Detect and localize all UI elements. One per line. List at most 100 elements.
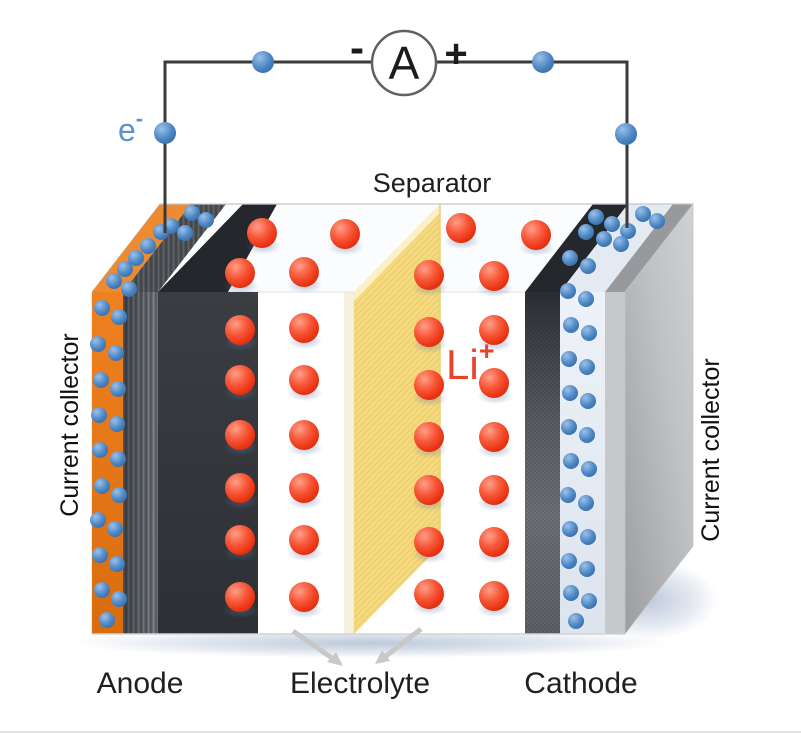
lithium-ion-dot: [289, 257, 319, 287]
electrolyte-arrow-left-head: [327, 652, 343, 666]
electron-dot: [563, 585, 579, 601]
electron-dot: [579, 359, 595, 375]
electron-dot: [99, 612, 115, 628]
electron-dot: [111, 309, 127, 325]
left-collector-label: Current collector: [56, 333, 84, 516]
electron-dot: [615, 123, 637, 145]
external-circuit: A - +: [163, 24, 629, 233]
electron-dot: [109, 556, 125, 572]
separator-top-highlight: [354, 204, 440, 301]
anode-layered-front-shade: [123, 292, 158, 634]
ammeter-circle: [370, 29, 438, 97]
electron-dot: [121, 281, 137, 297]
electron-dot: [106, 273, 122, 289]
electron-dot: [111, 591, 127, 607]
lithium-ion-dot: [479, 475, 509, 505]
electron-dot: [580, 529, 596, 545]
lithium-ion-dot: [446, 213, 476, 243]
electron-dot: [588, 209, 604, 225]
electron-dot: [563, 317, 579, 333]
right-collector-label: Current collector: [697, 358, 725, 541]
electron-dot: [561, 351, 577, 367]
positive-terminal-sign: +: [444, 32, 467, 76]
electron-dot: [198, 212, 214, 228]
electron-dot: [561, 553, 577, 569]
electron-dot: [562, 385, 578, 401]
electron-dot: [649, 213, 665, 229]
lithium-ion-dot: [247, 218, 277, 248]
electron-dot: [578, 291, 594, 307]
lithium-ion-dot: [225, 473, 255, 503]
electron-dot: [563, 453, 579, 469]
electron-dot: [613, 236, 629, 252]
electron-dot: [90, 336, 106, 352]
lithium-ion-dot: [414, 475, 444, 505]
lithium-ion-dot: [479, 581, 509, 611]
electrons-on-right-collector: [560, 206, 665, 629]
electron-dot: [110, 451, 126, 467]
electron-dot: [635, 206, 651, 222]
wire-right: [436, 60, 629, 228]
lithium-ion-dot: [289, 365, 319, 395]
electron-dot: [110, 381, 126, 397]
electron-dot: [184, 205, 200, 221]
separator-label: Separator: [373, 168, 492, 198]
lithium-ion-dot: [414, 370, 444, 400]
cell-drop-shadow: [70, 628, 670, 658]
electron-dot: [580, 258, 596, 274]
electrolyte-arrows: [291, 627, 423, 666]
electron-dot: [579, 427, 595, 443]
wire-left: [163, 60, 372, 233]
frame-bottom-line: [0, 731, 801, 733]
lithium-ion-dot: [225, 365, 255, 395]
electron-dot: [90, 512, 106, 528]
electron-dot: [562, 521, 578, 537]
electron-dot: [620, 223, 636, 239]
lithium-ion-dot: [479, 527, 509, 557]
ammeter-label: A: [389, 37, 420, 89]
electron-dot: [92, 442, 108, 458]
electron-dot: [561, 419, 577, 435]
lithium-ion-dot: [225, 258, 255, 288]
electron-dot: [568, 613, 584, 629]
lithium-ion-label: Li+: [446, 336, 494, 388]
battery-cell: [90, 202, 695, 636]
electron-dot: [581, 593, 597, 609]
electron-dot: [108, 345, 124, 361]
electron-dot: [117, 261, 133, 277]
lithium-ion-dot: [289, 473, 319, 503]
lithium-ion-dot: [414, 579, 444, 609]
electron-dot: [581, 461, 597, 477]
separator-edge: [344, 291, 355, 635]
electron-dot: [109, 416, 125, 432]
electrolyte-arrow-right-head: [375, 650, 390, 664]
lithium-ion-dot: [289, 420, 319, 450]
electron-dot: [107, 521, 123, 537]
electron-dot: [560, 487, 576, 503]
lithium-ion-dot: [225, 525, 255, 555]
cathode-top: [525, 204, 628, 292]
electron-dot: [560, 283, 576, 299]
electron-dot: [596, 231, 612, 247]
electron-dot: [562, 250, 578, 266]
lithium-ion-dot: [479, 422, 509, 452]
anode-label: Anode: [97, 667, 184, 700]
cathode-collector-front: [605, 292, 625, 634]
cathode-collector-top: [605, 204, 693, 292]
cathode-front-shade: [525, 292, 560, 634]
electron-dot: [94, 478, 110, 494]
lithium-ion-dot: [330, 219, 360, 249]
lithium-ion-dot: [225, 420, 255, 450]
electrolyte-arrow-right: [384, 627, 423, 658]
electron-dot: [94, 300, 110, 316]
lithium-ion-dot: [225, 582, 255, 612]
separator-sheet: [354, 204, 440, 634]
electron-dot: [128, 250, 144, 266]
electron-dot: [578, 495, 594, 511]
electron-dot: [532, 51, 554, 73]
lithium-ion-dot: [289, 525, 319, 555]
electrolyte-arrow-left: [291, 628, 334, 661]
anode-layered-top-shade: [123, 204, 226, 292]
lithium-ion-dot: [414, 260, 444, 290]
